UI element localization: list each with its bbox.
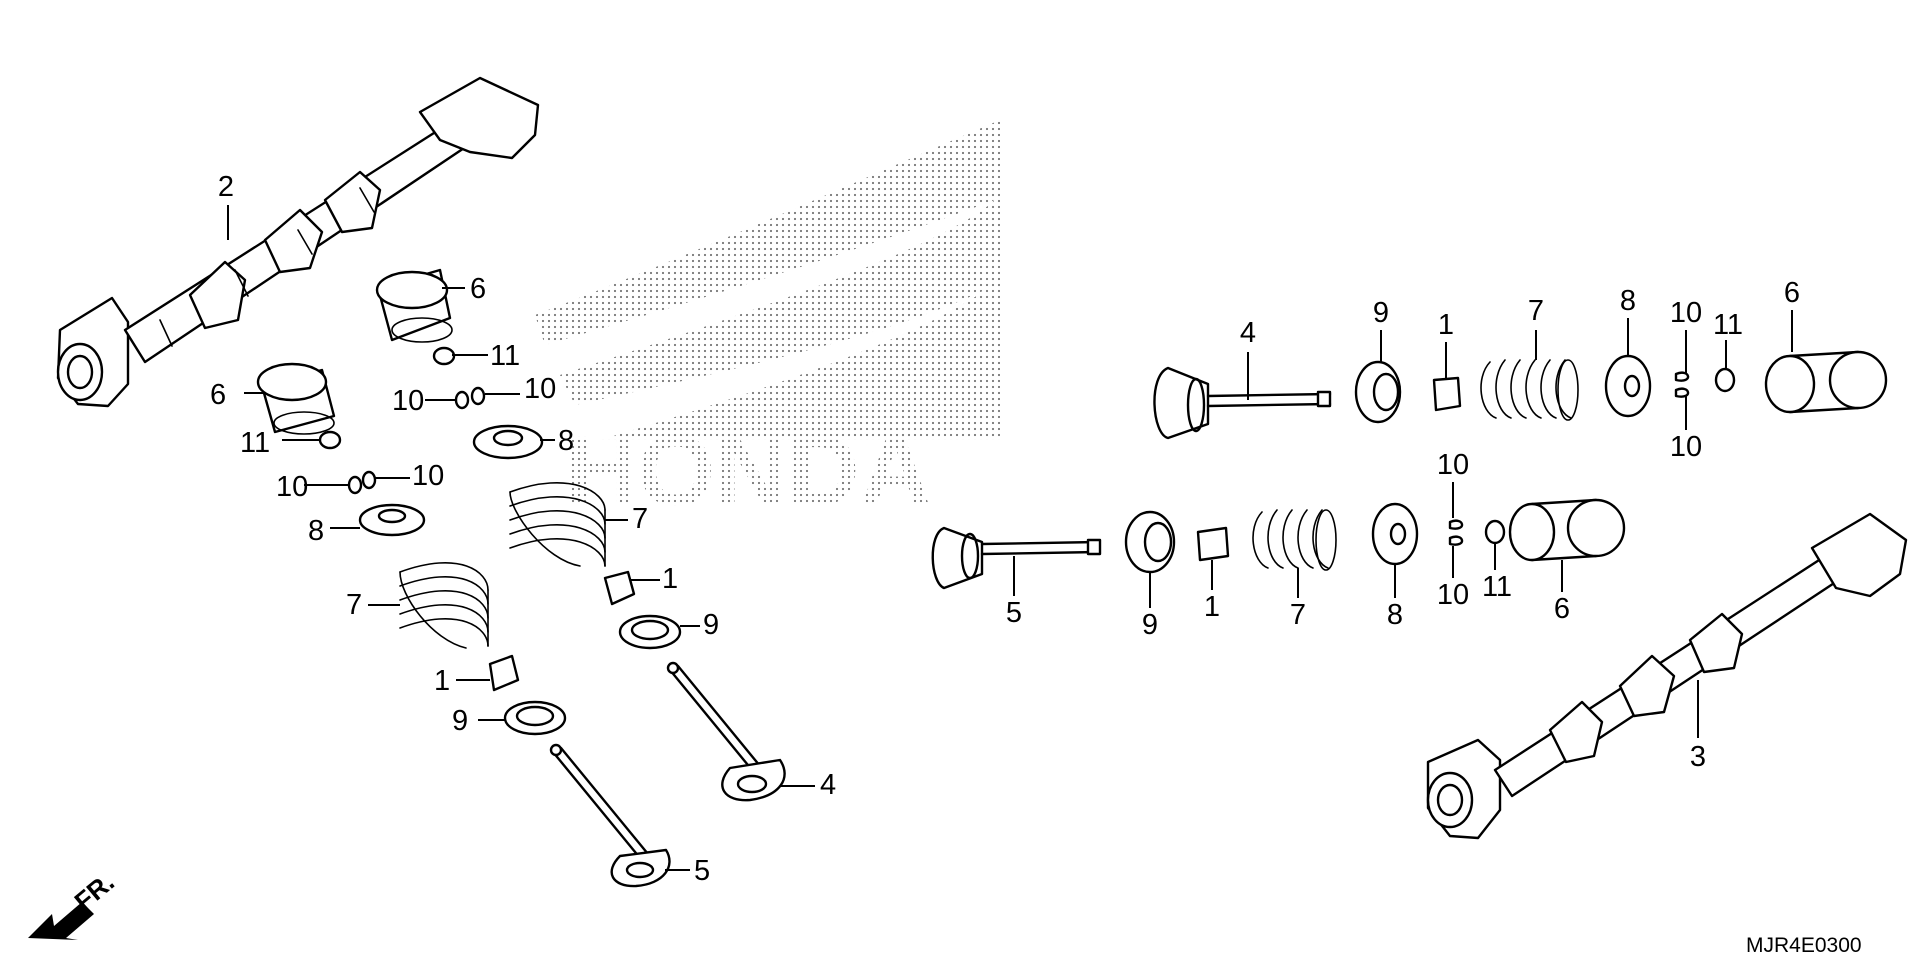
leader-lines: [227, 205, 1793, 871]
tappet-bucket: [1764, 350, 1888, 414]
callout-part-8: 8: [308, 515, 324, 547]
valve-stem-seal: [1432, 376, 1462, 412]
valve-spring: [399, 562, 489, 649]
callout-part-7: 7: [632, 503, 648, 535]
callout-part-11: 11: [240, 427, 270, 459]
intake-camshaft: [56, 76, 540, 408]
callout-part-1: 1: [1438, 309, 1454, 341]
shim: [318, 346, 456, 450]
callout-part-10: 10: [524, 373, 556, 405]
tappet-bucket: [375, 268, 453, 343]
valve-spring: [1480, 359, 1579, 421]
intake-valve: [549, 743, 671, 888]
valve-spring: [1252, 509, 1337, 571]
front-arrow-icon: [28, 902, 94, 940]
spring-seat: [1124, 510, 1176, 574]
exhaust-valve-horizontal: [931, 526, 1102, 590]
spring-retainer: [358, 424, 544, 537]
spring-retainer: [1371, 502, 1419, 566]
valve-stem-seal: [488, 570, 636, 692]
callout-part-9: 9: [1142, 609, 1158, 641]
callout-part-2: 2: [218, 171, 234, 203]
callout-part-9: 9: [452, 705, 468, 737]
callout-part-10: 10: [276, 471, 308, 503]
callout-part-4: 4: [1240, 317, 1256, 349]
spring-seat: [1354, 360, 1402, 424]
callout-part-9: 9: [703, 609, 719, 641]
intake-valve-horizontal: [1153, 366, 1332, 440]
exhaust-valve: [666, 661, 786, 802]
honda-wing-watermark: HONDA: [535, 120, 1000, 527]
exhaust-camshaft: [1426, 512, 1908, 840]
callout-part-6: 6: [210, 379, 226, 411]
shim: [1484, 519, 1506, 545]
callout-part-10: 10: [1437, 449, 1469, 481]
callout-part-11: 11: [1713, 309, 1743, 341]
callout-part-7: 7: [1290, 599, 1306, 631]
callout-part-1: 1: [434, 665, 450, 697]
callout-part-6: 6: [1784, 277, 1800, 309]
callout-numbers: 2 6 6 11 11 10 10 10 10 8 8 7 7 1 1 9 9 …: [210, 171, 1800, 887]
callout-part-10: 10: [1437, 579, 1469, 611]
valve-stem-seal: [1196, 526, 1230, 562]
callout-part-4: 4: [820, 769, 836, 801]
callout-part-1: 1: [662, 563, 678, 595]
valve-cotter: [1674, 371, 1690, 398]
honda-logo-text: HONDA: [565, 415, 932, 527]
callout-part-10: 10: [1670, 431, 1702, 463]
callout-part-11: 11: [490, 340, 520, 372]
front-direction-indicator: FR.: [28, 867, 120, 940]
spring-seat: [503, 614, 682, 736]
tappet-bucket: [256, 362, 336, 435]
callout-part-5: 5: [1006, 597, 1022, 629]
callout-part-1: 1: [1204, 591, 1220, 623]
callout-part-11: 11: [1482, 571, 1512, 603]
callout-part-8: 8: [558, 425, 574, 457]
callout-part-3: 3: [1690, 741, 1706, 773]
valve-cotter: [1448, 519, 1464, 546]
callout-part-10: 10: [1670, 297, 1702, 329]
callout-part-9: 9: [1373, 297, 1389, 329]
callout-part-5: 5: [694, 855, 710, 887]
callout-part-7: 7: [346, 589, 362, 621]
callout-part-7: 7: [1528, 295, 1544, 327]
diagram-code: MJR4E0300: [1746, 934, 1862, 957]
callout-part-10: 10: [392, 385, 424, 417]
callout-part-8: 8: [1387, 599, 1403, 631]
callout-part-10: 10: [412, 460, 444, 492]
shim: [1714, 367, 1736, 393]
callout-part-6: 6: [470, 273, 486, 305]
tappet-bucket: [1508, 498, 1626, 562]
callout-part-6: 6: [1554, 593, 1570, 625]
valve-cotter: [347, 386, 486, 495]
spring-retainer: [1604, 354, 1652, 418]
callout-part-8: 8: [1620, 285, 1636, 317]
